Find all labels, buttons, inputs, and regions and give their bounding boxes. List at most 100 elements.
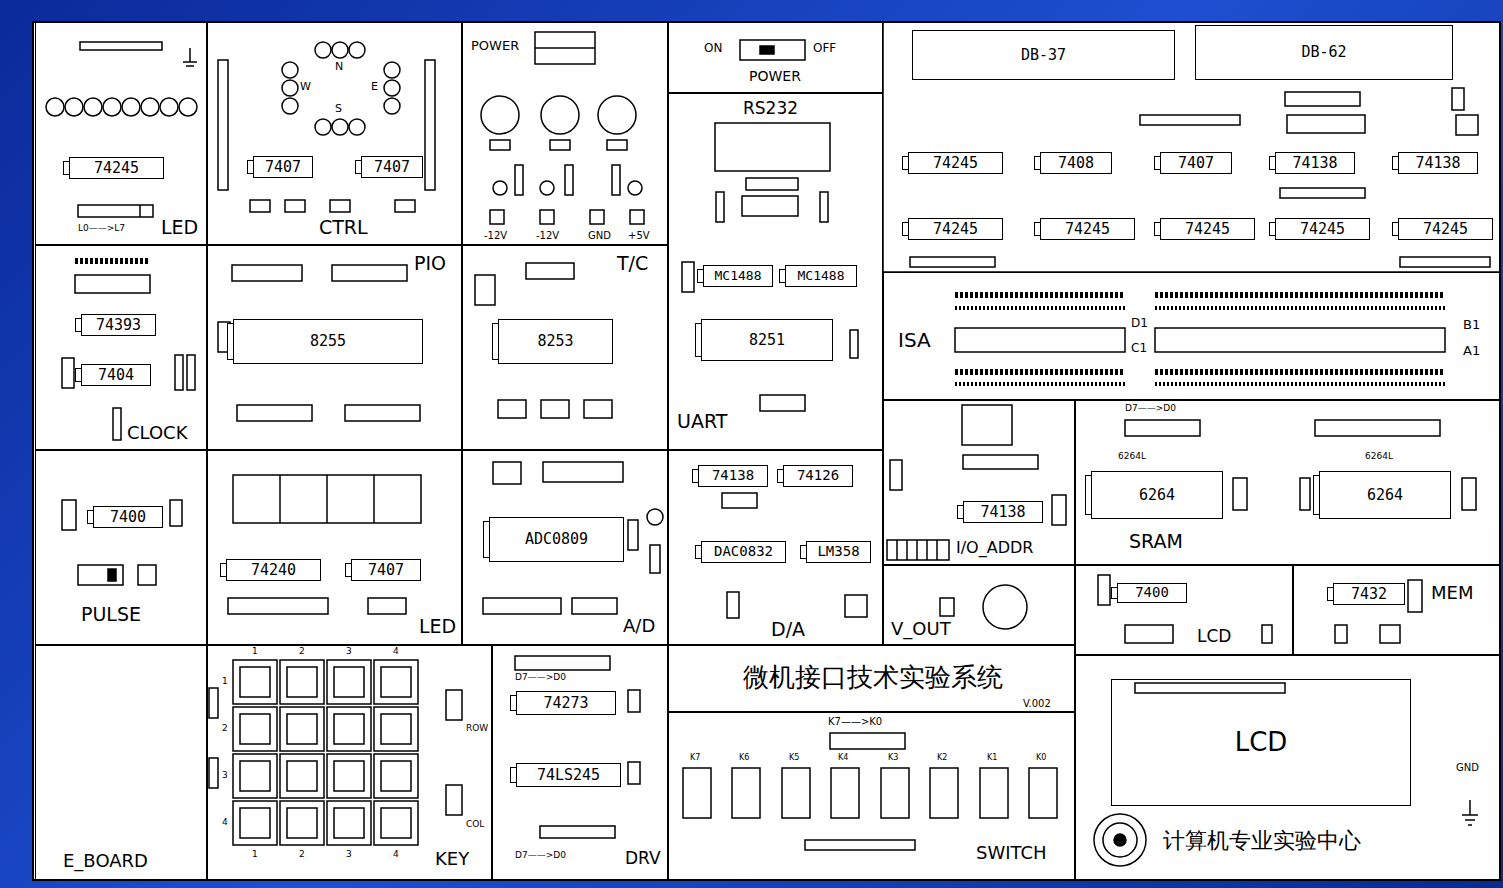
module-panel: SWITCH [668, 712, 1075, 880]
module-panel: V_OUT [883, 565, 1075, 645]
chip-label: 6264 [1139, 487, 1175, 504]
ic-chip: 74240 [226, 559, 321, 581]
ic-chip: 74138 [1275, 152, 1355, 174]
module-panel: T/C8253 [462, 245, 668, 450]
panel-label: DRV [625, 849, 661, 868]
pin-label: W [300, 81, 311, 93]
pin-label: 2 [299, 647, 305, 657]
chip-label: MC1488 [715, 269, 762, 283]
pin-label: K5 [789, 754, 799, 763]
ic-chip: 6264 [1091, 471, 1223, 519]
chip-label: 74138 [980, 504, 1025, 521]
chip-label: DB-37 [1021, 47, 1066, 64]
connector-box: DB-62 [1195, 25, 1453, 80]
pin-label: OFF [813, 42, 836, 55]
module-panel: I/O_ADDR74138 [883, 400, 1075, 565]
pin-label: GND [588, 230, 611, 241]
panel-label: E_BOARD [63, 851, 148, 871]
chip-label: 74245 [1300, 221, 1345, 238]
pin-label: 3 [346, 850, 352, 860]
panel-label: POWER [471, 39, 519, 53]
chip-label: MC1488 [798, 269, 845, 283]
ic-chip: 74138 [698, 465, 768, 487]
pin-label: 2 [222, 724, 228, 734]
pin-label: K7——>K0 [828, 716, 882, 727]
module-panel: LCD 7400 [1075, 565, 1293, 655]
panel-label: LED [419, 616, 456, 637]
module-panel: LED 74240 7407 [207, 450, 462, 645]
ic-chip: 7407 [351, 559, 421, 581]
pin-label: 3 [222, 771, 228, 781]
panel-label: SRAM [1129, 531, 1183, 552]
panel-label: CLOCK [127, 423, 188, 443]
pin-label: 4 [393, 850, 399, 860]
panel-label: 计算机专业实验中心 [1163, 829, 1361, 853]
chip-label: LCD [1235, 728, 1288, 757]
module-panel: PULSE7400 [35, 450, 207, 645]
pin-label: K6 [739, 754, 749, 763]
module-panel: KEY [207, 645, 492, 880]
module-panel: CLOCK743937404 [35, 245, 207, 450]
ic-chip: 8253 [498, 319, 613, 364]
pin-label: S [335, 103, 342, 115]
chip-label: 7407 [1178, 155, 1214, 172]
chip-label: 74138 [1415, 155, 1460, 172]
module-panel: CTRL 7407 7407 [207, 22, 462, 245]
chip-label: 7407 [374, 159, 410, 176]
pin-label: COL [466, 820, 484, 830]
pin-label: 4 [222, 818, 228, 828]
pin-label: B1 [1463, 318, 1480, 332]
ic-chip: 74245 [1040, 218, 1135, 240]
ic-chip: 74273 [516, 691, 616, 715]
ic-chip: 74LS245 [516, 763, 621, 787]
chip-label: 7400 [110, 509, 146, 526]
pin-label: -12V [484, 230, 507, 241]
module-panel: RS232UARTMC1488MC14888251 [668, 93, 883, 450]
ic-chip: 74245 [1398, 218, 1493, 240]
ic-chip: 74138 [963, 501, 1043, 523]
chip-label: 74273 [543, 695, 588, 712]
panel-label: A/D [623, 616, 655, 636]
pin-label: 1 [252, 647, 258, 657]
chip-label: 74126 [797, 468, 839, 483]
lcd-display: LCD [1111, 679, 1411, 806]
ic-chip: 74245 [69, 157, 164, 179]
chip-label: 74LS245 [537, 767, 600, 784]
chip-label: 7432 [1351, 586, 1387, 603]
chip-label: 7407 [368, 562, 404, 579]
module-panel: LED74245 [35, 22, 207, 245]
chip-label: 7407 [265, 159, 301, 176]
chip-label: 74245 [933, 221, 978, 238]
panel-label: D/A [771, 619, 805, 640]
chip-label: 8251 [749, 332, 785, 349]
chip-label: 74245 [94, 160, 139, 177]
pin-label: D7——>D0 [515, 673, 566, 683]
chip-label: 74138 [1292, 155, 1337, 172]
pin-label: +5V [628, 230, 650, 241]
panel-label: LCD [1197, 627, 1231, 646]
pin-label: 1 [252, 850, 258, 860]
pin-label: K3 [888, 754, 898, 763]
panel-label: POWER [749, 69, 801, 84]
panel-label: CTRL [319, 217, 368, 238]
ic-chip: 7407 [1160, 152, 1232, 174]
module-panel: MEM7432 [1293, 565, 1500, 655]
chip-label: 8253 [537, 333, 573, 350]
ic-chip: 7407 [253, 156, 313, 178]
ic-chip: 7400 [1117, 583, 1187, 603]
pin-label: E [371, 81, 378, 93]
ic-chip: MC1488 [703, 265, 773, 287]
module-panel: D/A7413874126DAC0832LM358 [668, 450, 883, 645]
panel-label: V.002 [1023, 698, 1051, 709]
pin-label: D7——>D0 [515, 851, 566, 861]
pin-label: A1 [1463, 344, 1480, 358]
ic-chip: 8251 [701, 319, 833, 361]
pin-label: 4 [393, 647, 399, 657]
ic-chip: 74245 [1160, 218, 1255, 240]
chip-label: 6264 [1367, 487, 1403, 504]
pin-label: K1 [987, 754, 997, 763]
panel-label: UART [677, 411, 727, 432]
chip-label: ADC0809 [525, 531, 588, 548]
pin-label: D1 [1131, 317, 1148, 330]
chip-label: 74245 [1185, 221, 1230, 238]
